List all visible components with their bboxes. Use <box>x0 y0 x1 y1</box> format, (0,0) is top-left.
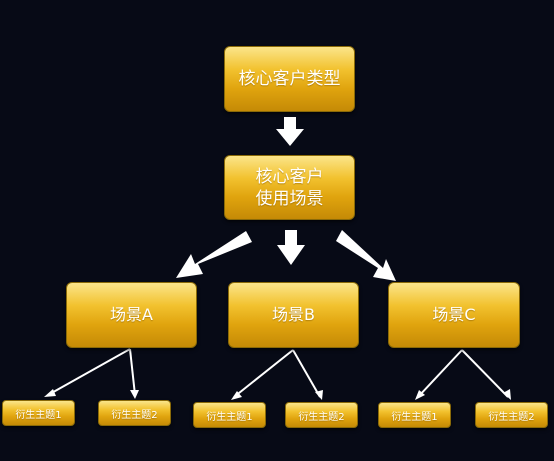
scene-b-sub1-label: 衍生主题1 <box>206 411 253 423</box>
line-a-1 <box>47 348 131 396</box>
root-node-label: 核心客户类型 <box>238 69 341 89</box>
arrowhead-c-1 <box>415 390 425 400</box>
line-a-2 <box>129 348 136 396</box>
scene-node: 核心客户 使用场景 <box>224 155 355 220</box>
block-arrow-to-scene-c <box>336 230 396 281</box>
arrowhead-a-2 <box>130 390 139 399</box>
root-node: 核心客户类型 <box>224 46 355 112</box>
scene-b-node: 场景B <box>228 282 359 348</box>
scene-node-line1: 核心客户 <box>255 166 324 187</box>
scene-b-label: 场景B <box>272 305 315 324</box>
scene-b-sub2: 衍生主题2 <box>285 402 358 428</box>
arrowhead-c-2 <box>503 389 511 400</box>
arrowhead-b-1 <box>231 391 242 400</box>
line-b-1 <box>233 349 294 398</box>
line-c-2 <box>461 349 509 398</box>
scene-c-node: 场景C <box>388 282 520 348</box>
line-b-2 <box>292 349 321 398</box>
scene-a-node: 场景A <box>66 282 197 348</box>
scene-a-sub1-label: 衍生主题1 <box>15 409 62 421</box>
block-arrow-root-to-scene <box>276 117 304 146</box>
scene-c-label: 场景C <box>432 305 476 324</box>
scene-c-sub2-label: 衍生主题2 <box>488 411 535 423</box>
scene-a-sub2-label: 衍生主题2 <box>111 409 158 421</box>
scene-c-sub2: 衍生主题2 <box>475 402 548 428</box>
scene-b-sub2-label: 衍生主题2 <box>298 411 345 423</box>
scene-a-sub1: 衍生主题1 <box>2 400 75 426</box>
scene-c-sub1-label: 衍生主题1 <box>391 411 438 423</box>
arrowhead-a-1 <box>44 389 56 397</box>
arrowhead-b-2 <box>315 390 323 400</box>
scene-node-line2: 使用场景 <box>255 188 324 209</box>
scene-a-sub2: 衍生主题2 <box>98 400 171 426</box>
scene-b-sub1: 衍生主题1 <box>193 402 266 428</box>
scene-c-sub1: 衍生主题1 <box>378 402 451 428</box>
line-c-1 <box>417 349 463 398</box>
block-arrow-to-scene-a <box>176 231 252 278</box>
scene-a-label: 场景A <box>110 305 153 324</box>
block-arrow-to-scene-b <box>277 230 305 265</box>
